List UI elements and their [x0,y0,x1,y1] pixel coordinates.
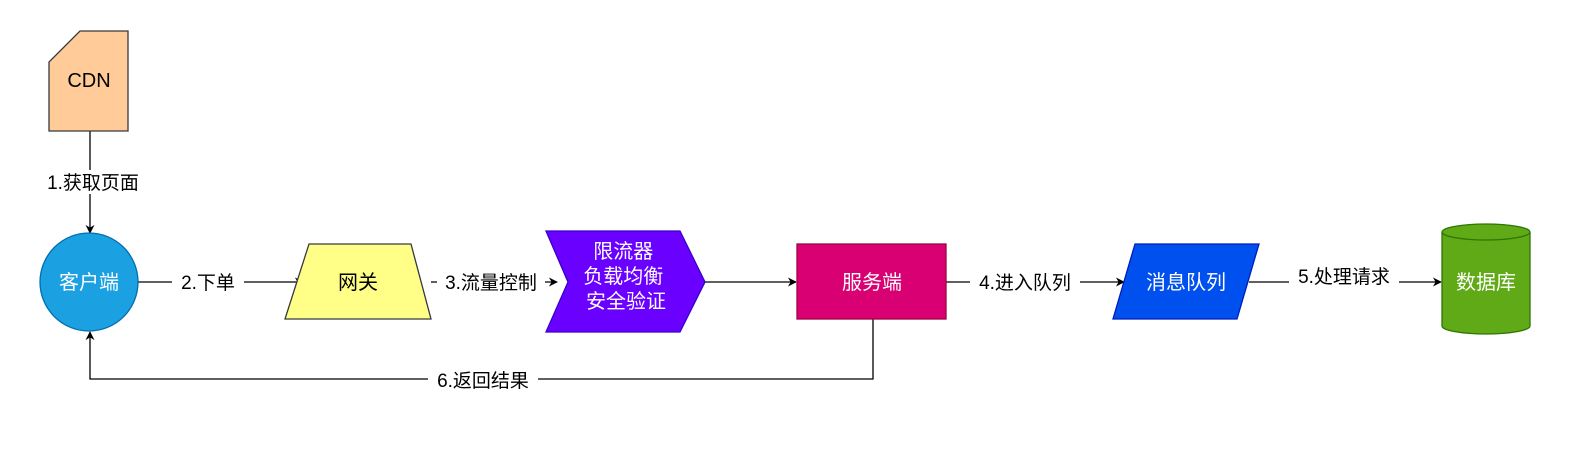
node-mq-label: 消息队列 [1146,271,1226,294]
node-db-label: 数据库 [1456,271,1516,294]
node-server[interactable]: 服务端 [796,243,947,320]
node-client[interactable]: 客户端 [39,232,139,332]
node-client-shape [39,232,139,332]
edge-label-process-request: 5.处理请求 [1298,266,1390,288]
node-gateway-label: 网关 [338,271,378,294]
node-mq[interactable]: 消息队列 [1112,243,1260,320]
node-db-rim [1441,231,1531,241]
edge-label-place-order: 2.下单 [181,272,235,294]
node-gateway[interactable]: 网关 [284,243,432,320]
node-mq-shape [1112,243,1260,320]
edge-label-return-result: 6.返回结果 [437,370,529,392]
edge-label-bg [437,269,545,295]
node-cdn-shape [48,30,129,132]
node-limiter-shape [545,230,706,333]
node-server-shape [796,243,947,320]
edge-label-bg [172,269,244,295]
node-gateway-shape [284,243,432,320]
edge-label-bg [1289,263,1399,289]
edge-label-bg [38,170,142,194]
node-limiter-line-3: 安全验证 [586,290,666,313]
node-limiter[interactable]: 限流器 负载均衡 安全验证 [545,230,706,333]
node-client-label: 客户端 [59,271,119,294]
node-limiter-line-1: 限流器 [593,240,653,263]
node-db-shape [1441,223,1531,335]
node-server-label: 服务端 [842,271,902,294]
edge-label-bg [428,367,538,393]
edge-label-flow-control: 3.流量控制 [445,272,537,294]
node-cdn[interactable]: CDN [48,30,129,132]
edge-label-enter-queue: 4.进入队列 [979,272,1071,294]
node-db[interactable]: 数据库 [1441,223,1531,335]
node-limiter-label: 限流器 负载均衡 安全验证 [583,240,669,313]
edge-label-bg [970,269,1080,295]
node-cdn-label: CDN [67,70,110,92]
edge-label-get-page: 1.获取页面 [47,172,139,194]
node-limiter-line-2: 负载均衡 [583,265,663,288]
